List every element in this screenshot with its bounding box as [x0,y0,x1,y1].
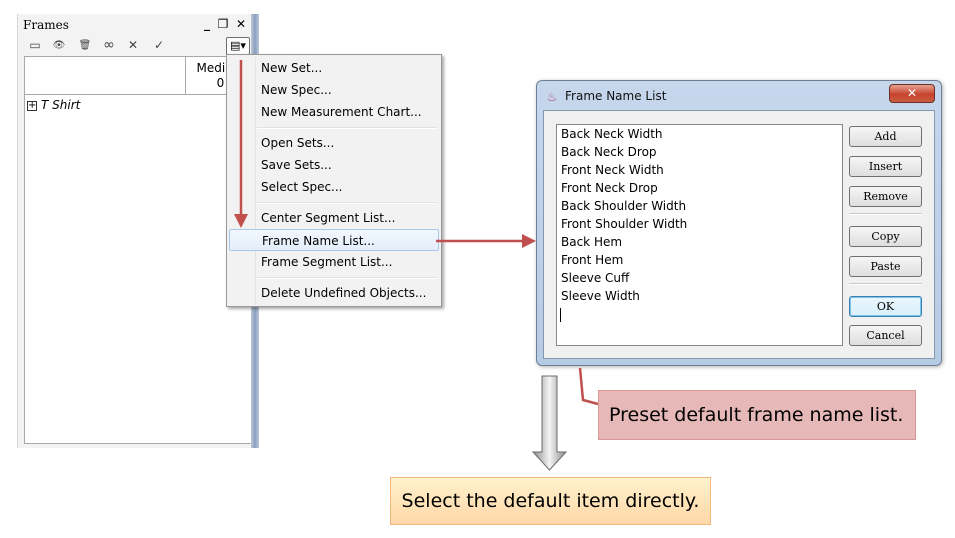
menu-item-save-sets[interactable]: Save Sets... [261,158,332,172]
button-separator [849,213,922,215]
list-item[interactable]: Back Hem [561,235,623,249]
menu-icon[interactable]: ▤▾ [226,37,250,55]
add-button[interactable]: Add [849,126,922,147]
menu-item-frame-name-list[interactable]: Frame Name List... [229,229,439,251]
menu-separator [257,202,437,204]
frames-toolbar: ▭ 👁 🗑 ∞ ✕ ✓ ▤▾ [18,36,260,56]
button-separator [849,283,922,285]
menu-item-center-segment-list[interactable]: Center Segment List... [261,211,396,225]
list-item[interactable]: Back Shoulder Width [561,199,687,213]
frame-name-listbox[interactable]: Back Neck Width Back Neck Drop Front Nec… [556,124,843,346]
menu-icon-strip [255,57,256,305]
menu-separator [257,277,437,279]
menu-separator [257,127,437,129]
context-menu: New Set... New Spec... New Measurement C… [226,54,442,307]
check-icon[interactable]: ✓ [153,38,165,52]
list-item[interactable]: Front Shoulder Width [561,217,688,231]
remove-button[interactable]: Remove [849,186,922,207]
dialog-title: Frame Name List [565,89,667,103]
restore-button[interactable]: ❐ [217,17,229,31]
menu-item-select-spec[interactable]: Select Spec... [261,180,343,194]
menu-item-open-sets[interactable]: Open Sets... [261,136,335,150]
list-item[interactable]: Back Neck Width [561,127,663,141]
list-item[interactable]: Front Neck Width [561,163,664,177]
list-item[interactable]: Front Neck Drop [561,181,658,195]
callout-preset-default-list: Preset default frame name list. [598,390,916,440]
column-header-value: 0 [216,76,225,90]
tree-item-label: T Shirt [41,98,81,112]
close-panel-button[interactable]: ✕ [235,17,247,31]
menu-item-delete-undefined-objects[interactable]: Delete Undefined Objects... [261,286,427,300]
list-item[interactable]: Back Neck Drop [561,145,657,159]
link-icon[interactable]: ∞ [103,37,115,53]
frame-name-list-dialog: ♨ Frame Name List ✕ Back Neck Width Back… [536,80,942,366]
trash-icon[interactable]: 🗑 [78,40,92,51]
delete-x-icon[interactable]: ✕ [127,38,139,52]
frames-table[interactable]: Medium 0 + T Shirt [24,56,252,444]
frames-titlebar: Frames _ ❐ ✕ [18,14,260,36]
list-item[interactable]: Sleeve Width [561,289,640,303]
app-icon: ♨ [546,90,558,104]
tree-item-t-shirt[interactable]: + T Shirt [27,98,80,114]
menu-item-frame-segment-list[interactable]: Frame Segment List... [261,255,393,269]
callout-select-default-item: Select the default item directly. [390,477,711,525]
right-arrow-icon [436,234,536,248]
expand-icon[interactable]: + [27,99,37,111]
text-caret [560,308,561,322]
menu-item-new-spec[interactable]: New Spec... [261,83,332,97]
list-item[interactable]: Front Hem [561,253,624,267]
minimize-button[interactable]: _ [204,17,210,31]
frame-icon[interactable]: ▭ [29,38,41,52]
frames-title: Frames [23,18,69,32]
frames-panel: Frames _ ❐ ✕ ▭ 👁 🗑 ∞ ✕ ✓ ▤▾ Medium 0 + T … [17,14,259,448]
callout-connector [578,367,599,406]
copy-button[interactable]: Copy [849,226,922,247]
gray-down-arrow-icon [531,375,568,471]
ok-button[interactable]: OK [849,296,922,317]
insert-button[interactable]: Insert [849,156,922,177]
menu-item-new-measurement-chart[interactable]: New Measurement Chart... [261,105,422,119]
menu-item-new-set[interactable]: New Set... [261,61,323,75]
paste-button[interactable]: Paste [849,256,922,277]
cancel-button[interactable]: Cancel [849,325,922,346]
table-header-row: Medium 0 [25,57,251,95]
dialog-body: Back Neck Width Back Neck Drop Front Nec… [543,110,935,359]
eye-icon[interactable]: 👁 [52,40,66,51]
list-item[interactable]: Sleeve Cuff [561,271,630,285]
dialog-close-button[interactable]: ✕ [889,84,935,103]
